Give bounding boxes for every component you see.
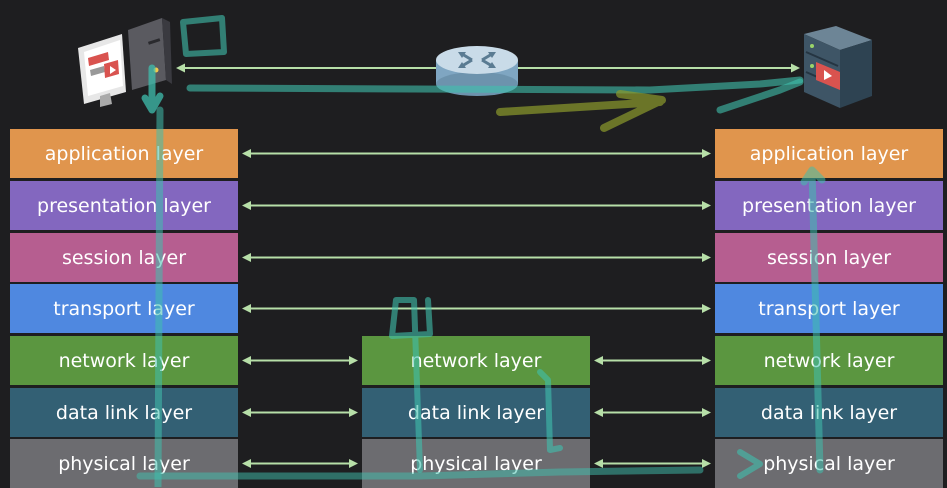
datalink-right-peer-arrow bbox=[594, 408, 711, 417]
router-network-layer: network layer bbox=[362, 336, 590, 385]
computer-icon bbox=[78, 18, 172, 107]
left-application-layer: application layer bbox=[10, 129, 238, 178]
host-link-arrow bbox=[176, 63, 800, 73]
layer-label: session layer bbox=[61, 246, 187, 269]
network-left-peer-arrow bbox=[242, 356, 358, 365]
annotation-right-curve bbox=[716, 78, 804, 114]
router-datalink-layer: data link layer bbox=[362, 388, 590, 437]
layer-label: data link layer bbox=[760, 401, 898, 424]
physical-left-peer-arrow bbox=[242, 459, 358, 468]
layer-label: transport layer bbox=[53, 297, 195, 320]
layer-label: network layer bbox=[410, 349, 542, 372]
right-transport-layer: transport layer bbox=[715, 284, 943, 333]
layer-label: network layer bbox=[58, 349, 190, 372]
annotation-square-left bbox=[180, 15, 227, 57]
annotation-stroke-top bbox=[141, 64, 164, 114]
presentation-peer-arrow bbox=[242, 201, 711, 210]
layer-label: presentation layer bbox=[37, 194, 211, 217]
layer-label: physical layer bbox=[763, 452, 895, 475]
right-datalink-layer: data link layer bbox=[715, 388, 943, 437]
router-icon bbox=[436, 46, 518, 96]
session-peer-arrow bbox=[242, 253, 711, 262]
layer-label: network layer bbox=[763, 349, 895, 372]
left-transport-layer: transport layer bbox=[10, 284, 238, 333]
right-physical-layer: physical layer bbox=[715, 439, 943, 488]
annotation-top-line bbox=[186, 76, 804, 94]
layer-label: session layer bbox=[766, 246, 892, 269]
right-session-layer: session layer bbox=[715, 233, 943, 282]
layer-label: application layer bbox=[44, 142, 204, 165]
layer-label: presentation layer bbox=[742, 194, 916, 217]
layer-label: physical layer bbox=[58, 452, 190, 475]
layer-label: physical layer bbox=[410, 452, 542, 475]
left-presentation-layer: presentation layer bbox=[10, 181, 238, 230]
layer-label: transport layer bbox=[758, 297, 900, 320]
application-peer-arrow bbox=[242, 149, 711, 158]
layer-label: data link layer bbox=[407, 401, 545, 424]
left-physical-layer: physical layer bbox=[10, 439, 238, 488]
right-application-layer: application layer bbox=[715, 129, 943, 178]
left-network-layer: network layer bbox=[10, 336, 238, 385]
transport-peer-arrow bbox=[242, 304, 711, 313]
router-physical-layer: physical layer bbox=[362, 439, 590, 488]
left-datalink-layer: data link layer bbox=[10, 388, 238, 437]
datalink-left-peer-arrow bbox=[242, 408, 358, 417]
layer-label: application layer bbox=[749, 142, 909, 165]
server-icon bbox=[804, 26, 872, 108]
right-presentation-layer: presentation layer bbox=[715, 181, 943, 230]
network-right-peer-arrow bbox=[594, 356, 711, 365]
left-session-layer: session layer bbox=[10, 233, 238, 282]
layer-label: data link layer bbox=[55, 401, 193, 424]
right-network-layer: network layer bbox=[715, 336, 943, 385]
annotation-yellow-arrow bbox=[496, 90, 666, 132]
physical-right-peer-arrow bbox=[594, 459, 711, 468]
